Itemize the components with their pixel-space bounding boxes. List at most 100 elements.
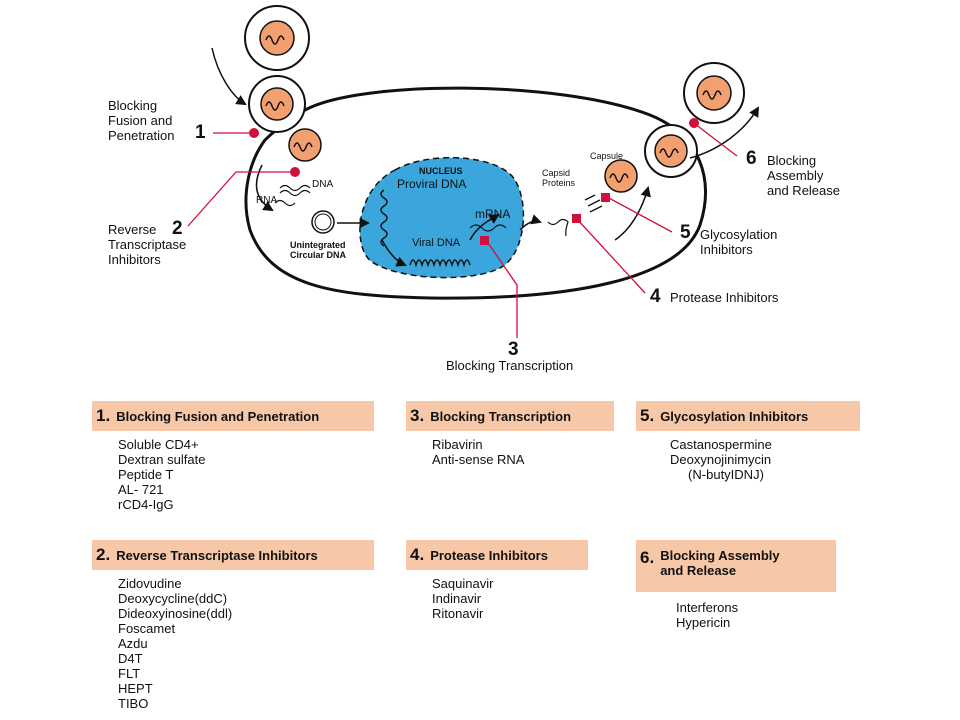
viral-dna-wave (409, 259, 471, 268)
drug-list: Soluble CD4+ Dextran sulfate Peptide T A… (92, 437, 374, 512)
panel-title: Blocking Fusion and Penetration (116, 408, 320, 424)
mrna-wave (469, 224, 507, 232)
leader-4 (575, 217, 646, 294)
list-item: Indinavir (432, 591, 482, 606)
list-item: Ribavirin (432, 437, 483, 452)
list-item: (N-butyIDNJ) (670, 467, 764, 482)
list-item: Dideoxyinosine(ddl) (118, 606, 233, 621)
proviral-dna-label: Proviral DNA (397, 177, 467, 191)
panel-number: 2. (96, 545, 111, 564)
list-item: Castanospermine (670, 437, 772, 452)
step-3-label: Blocking Transcription (446, 358, 574, 373)
marker-6 (689, 118, 699, 128)
drug-list: Interferons Hypericin (636, 600, 836, 630)
virus-entered (288, 128, 322, 162)
list-item: Foscamet (118, 621, 176, 636)
list-item: Ritonavir (432, 606, 484, 621)
panel-title: Glycosylation Inhibitors (660, 408, 809, 424)
marker-4 (572, 214, 581, 223)
list-item: AL- 721 (118, 482, 164, 497)
capsid-proteins-mark (584, 194, 603, 213)
list-item: Deoxycycline(ddC) (118, 591, 228, 606)
circular-dna (311, 210, 335, 234)
release-arrow (689, 106, 760, 159)
panel-header: 6. Blocking Assembly and Release (636, 540, 836, 592)
step-5-number: 5 (680, 222, 691, 243)
step-2-label: Reverse Transcriptase Inhibitors (108, 222, 187, 267)
capsid-proteins-label: Capsid Proteins (542, 168, 576, 188)
panel-assembly-release: 6. Blocking Assembly and Release Interfe… (636, 540, 836, 630)
drug-list: Ribavirin Anti-sense RNA (406, 437, 614, 467)
proviral-dna-coil (380, 189, 388, 247)
panel-number: 4. (410, 545, 425, 564)
marker-2 (290, 167, 300, 177)
panel-fusion-penetration: 1. Blocking Fusion and Penetration Solub… (92, 401, 374, 512)
list-item: TIBO (118, 696, 149, 711)
cyto-mrna-wave (547, 218, 569, 237)
list-item: HEPT (118, 681, 153, 696)
panel-number: 1. (96, 406, 111, 425)
step-4-label: Protease Inhibitors (670, 290, 779, 305)
capsule-label: Capsule (590, 151, 624, 161)
rna-strand (274, 199, 296, 207)
list-item: Saquinavir (432, 576, 494, 591)
virus-fusing (248, 75, 306, 133)
marker-1 (249, 128, 259, 138)
entry-arrow (211, 47, 247, 106)
panel-header: 5. Glycosylation Inhibitors (636, 401, 860, 431)
dna-label: DNA (312, 179, 334, 190)
nucleus-label: NUCLEUS (419, 166, 463, 176)
list-item: D4T (118, 651, 143, 666)
mrna-label: mRNA (475, 207, 511, 221)
panel-title: Protease Inhibitors (430, 547, 548, 563)
panel-title: Blocking Transcription (430, 408, 572, 424)
list-item: Dextran sulfate (118, 452, 206, 467)
leader-2 (187, 171, 293, 227)
unintegrated-dna-label: Unintegrated Circular DNA (290, 240, 347, 260)
list-item: Soluble CD4+ (118, 437, 199, 452)
virus-capsule (604, 159, 638, 193)
panel-title: Blocking Assembly and Release (660, 548, 780, 578)
panel-number: 5. (640, 406, 655, 425)
panel-number: 6. (640, 548, 655, 567)
rna-label: RNA (256, 195, 278, 206)
drug-list: Saquinavir Indinavir Ritonavir (406, 576, 588, 621)
leader-6 (694, 123, 738, 157)
list-item: Hypericin (676, 615, 731, 630)
list-item: Zidovudine (118, 576, 182, 591)
panel-reverse-transcriptase: 2. Reverse Transcriptase Inhibitors Zido… (92, 540, 374, 711)
step-5-label: Glycosylation Inhibitors (700, 227, 778, 257)
dna-strand (279, 184, 311, 192)
rna-arrow (255, 164, 274, 212)
panel-protease-inhibitors: 4. Protease Inhibitors Saquinavir Indina… (406, 540, 588, 621)
panel-glycosylation: 5. Glycosylation Inhibitors Castanosperm… (636, 401, 860, 482)
list-item: Peptide T (118, 467, 174, 482)
list-item: Anti-sense RNA (432, 452, 525, 467)
drug-list: Castanospermine Deoxynojinimycin (N-buty… (636, 437, 860, 482)
step-3-number: 3 (508, 339, 519, 360)
step-2-number: 2 (172, 218, 183, 239)
step-6-number: 6 (746, 148, 757, 169)
panel-header: 3. Blocking Transcription (406, 401, 614, 431)
list-item: Interferons (676, 600, 739, 615)
marker-5 (601, 193, 610, 202)
step-6-label: Blocking Assembly and Release (767, 153, 840, 198)
virus-released (683, 62, 745, 124)
list-item: Deoxynojinimycin (670, 452, 772, 467)
step-4-number: 4 (650, 286, 661, 307)
panel-header: 4. Protease Inhibitors (406, 540, 588, 570)
panel-header: 1. Blocking Fusion and Penetration (92, 401, 374, 431)
integration-arrow (381, 239, 407, 267)
list-item: Azdu (118, 636, 148, 651)
leader-3 (485, 239, 518, 338)
step-1-label: Blocking Fusion and Penetration (108, 98, 175, 143)
panel-blocking-transcription: 3. Blocking Transcription Ribavirin Anti… (406, 401, 614, 467)
hiv-lifecycle-diagram (187, 5, 760, 338)
marker-3 (480, 236, 489, 245)
export-arrow (519, 214, 542, 231)
panel-number: 3. (410, 406, 425, 425)
leader-5 (606, 196, 673, 233)
panel-header: 2. Reverse Transcriptase Inhibitors (92, 540, 374, 570)
nucleus (359, 156, 525, 279)
viral-dna-label: Viral DNA (412, 237, 461, 249)
